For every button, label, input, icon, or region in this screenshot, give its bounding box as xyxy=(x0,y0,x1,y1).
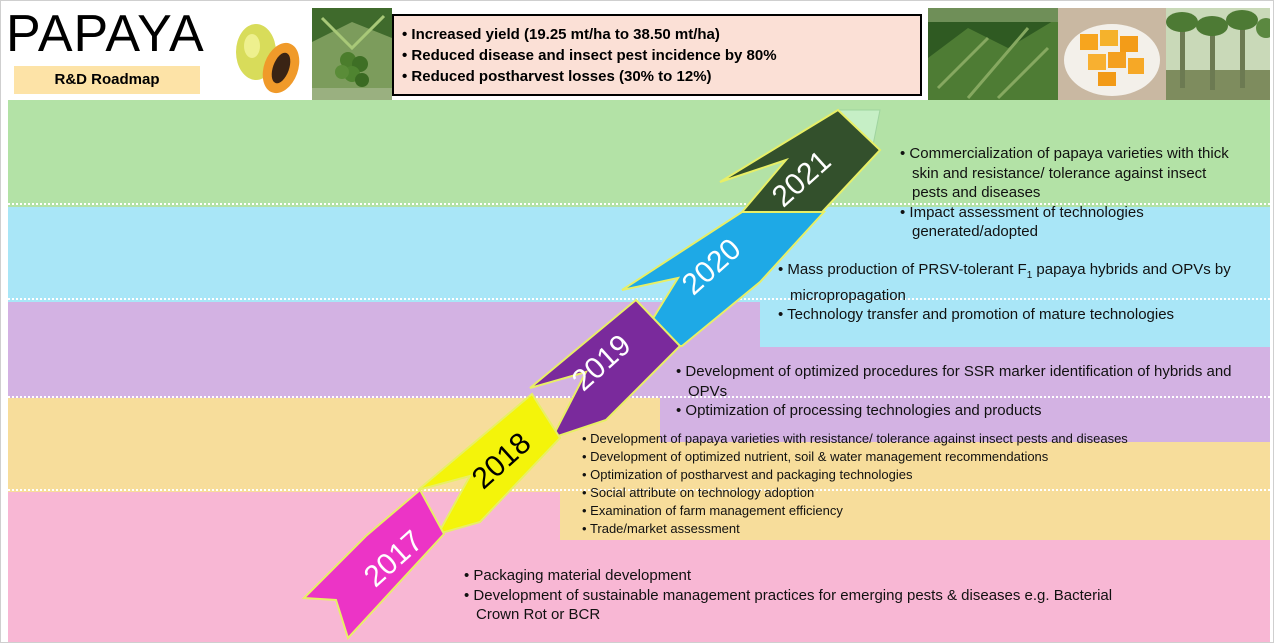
papaya-slices-photo xyxy=(1058,8,1166,100)
page-subtitle: R&D Roadmap xyxy=(14,66,200,94)
goal-yield: Increased yield (19.25 mt/ha to 38.50 mt… xyxy=(402,24,910,45)
papaya-leaves-photo xyxy=(928,8,1058,100)
activity-item: Mass production of PRSV-tolerant F1 papa… xyxy=(778,260,1258,305)
goal-losses: Reduced postharvest losses (30% to 12%) xyxy=(402,66,910,87)
papaya-tree-photo xyxy=(312,8,392,100)
activity-item: Trade/market assessment xyxy=(582,520,1142,538)
arrow-segment-2017 xyxy=(301,488,446,640)
activities-2019: Development of optimized procedures for … xyxy=(676,362,1236,421)
papaya-orchard-photo xyxy=(1166,8,1270,100)
activity-item: Technology transfer and promotion of mat… xyxy=(778,305,1258,325)
page-title: PAPAYA xyxy=(6,5,205,63)
activity-item: Development of optimized nutrient, soil … xyxy=(582,448,1142,466)
activity-item: Examination of farm management efficienc… xyxy=(582,502,1142,520)
goals-box: Increased yield (19.25 mt/ha to 38.50 mt… xyxy=(392,14,922,96)
papaya-fruit-image xyxy=(236,24,300,94)
activities-2020: Mass production of PRSV-tolerant F1 papa… xyxy=(778,260,1258,325)
activity-item: Packaging material development xyxy=(464,566,1114,586)
activities-2017: Packaging material development Developme… xyxy=(464,566,1114,625)
activity-item: Commercialization of papaya varieties wi… xyxy=(900,144,1240,203)
divider xyxy=(8,298,1270,300)
activities-2018: Development of papaya varieties with res… xyxy=(582,430,1142,538)
activities-2021: Commercialization of papaya varieties wi… xyxy=(900,144,1240,242)
activity-item: Development of optimized procedures for … xyxy=(676,362,1236,401)
activity-item: Optimization of postharvest and packagin… xyxy=(582,466,1142,484)
goal-pest: Reduced disease and insect pest incidenc… xyxy=(402,45,910,66)
activity-item: Optimization of processing technologies … xyxy=(676,401,1236,421)
divider xyxy=(8,396,1270,398)
activity-item: Social attribute on technology adoption xyxy=(582,484,1142,502)
activity-item: Development of papaya varieties with res… xyxy=(582,430,1142,448)
divider xyxy=(8,203,1270,205)
activity-item: Development of sustainable management pr… xyxy=(464,586,1114,625)
activity-item: Impact assessment of technologies genera… xyxy=(900,203,1240,242)
